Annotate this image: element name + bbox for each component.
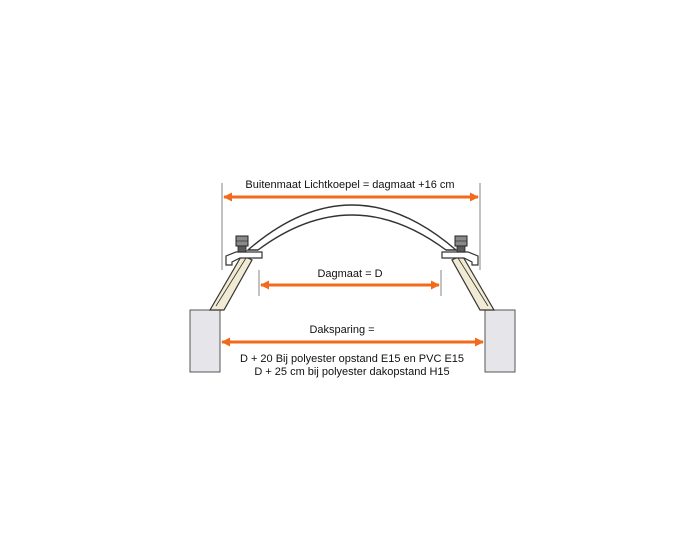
daylight-size-label: Dagmaat = D: [317, 268, 382, 280]
right-bolt-icon: [454, 235, 468, 253]
right-wall: [484, 309, 516, 373]
dome-outer: [246, 204, 458, 251]
roof-opening-title: Daksparing =: [309, 324, 374, 336]
roof-opening-line2: D + 25 cm bij polyester dakopstand H15: [254, 366, 449, 378]
left-upstand-inner-line: [215, 257, 247, 307]
outer-size-label: Buitenmaat Lichtkoepel = dagmaat +16 cm: [245, 179, 454, 191]
right-frame-flange: [441, 251, 479, 266]
right-upstand-inner-line: [457, 257, 489, 307]
left-bolt-icon: [235, 235, 249, 253]
left-frame-flange: [225, 251, 263, 266]
left-wall: [189, 309, 221, 373]
roof-opening-line1: D + 20 Bij polyester opstand E15 en PVC …: [240, 353, 464, 365]
